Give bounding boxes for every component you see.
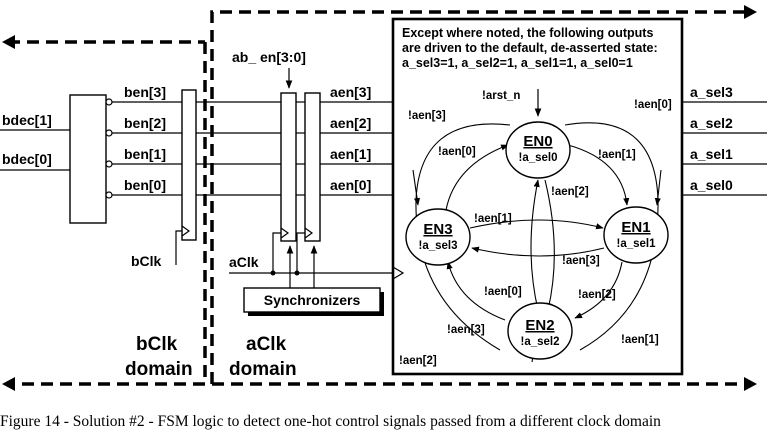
ben3-label: ben[3] [124, 84, 166, 100]
state-en1-bubble [603, 206, 669, 264]
aclk-domain-line1: aClk [246, 334, 287, 355]
state-en2-output: !a_sel2 [520, 336, 559, 348]
sync-flop-2 [304, 92, 321, 242]
t-en0-to-en2: !aen[2] [551, 186, 589, 198]
bclk-right-boundary [8, 42, 207, 386]
transitions [412, 122, 662, 363]
fsm-note-line1: Except where noted, the following output… [402, 26, 653, 40]
state-en1-output: !a_sel1 [616, 238, 656, 250]
a-sel0-label: a_sel0 [690, 177, 733, 193]
ben2-label: ben[2] [124, 115, 166, 131]
a-sel1-label: a_sel1 [690, 146, 733, 162]
ab-en-bus-label: ab_ en[3:0] [232, 49, 306, 65]
a-sel2-label: a_sel2 [690, 115, 733, 131]
bclk-left-arrow-bottom [2, 377, 15, 391]
fsm-clock-pin [392, 266, 405, 280]
t-en0-self: !aen[0] [634, 99, 672, 111]
bclk-label: bClk [131, 253, 162, 269]
fsm-note-line2: are driven to the default, de-asserted s… [402, 41, 658, 55]
bdec1-label: bdec[1] [2, 112, 52, 128]
aclk-boundary [210, 10, 745, 384]
state-en3-name: EN3 [423, 221, 452, 238]
aclk-label: aClk [229, 254, 259, 270]
state-en3: EN3 !a_sel3 [405, 208, 471, 266]
t-en0-to-en1: !aen[1] [598, 149, 636, 161]
arc-en1-to-en2 [574, 261, 623, 319]
aen-bus [320, 101, 393, 196]
state-en0-output: !a_sel0 [518, 152, 557, 164]
arc-en0-to-en1 [567, 144, 630, 206]
figure-caption: Figure 14 - Solution #2 - FSM logic to d… [0, 413, 661, 430]
state-en2: EN2 !a_sel2 [507, 302, 573, 360]
bclk-left-arrow-top [2, 35, 15, 49]
state-en1-name: EN1 [621, 219, 650, 236]
ben1-label: ben[1] [124, 146, 166, 162]
aen0-label: aen[0] [330, 177, 371, 193]
t-en1-to-en3: !aen[3] [562, 255, 600, 267]
t-en2-outer: !aen[2] [399, 355, 437, 367]
arc-en3-entry [412, 169, 421, 206]
state-en1: EN1 !a_sel1 [603, 206, 669, 264]
fsm-diagram: bdec[1] bdec[0] ben[3] ben[2] ben[1] ben… [0, 5, 767, 391]
sync-flop-1 [280, 92, 297, 242]
t-en3-outer: !aen[3] [408, 110, 446, 122]
t-en3-to-en0: !aen[0] [438, 146, 476, 158]
ben0-label: ben[0] [124, 177, 166, 193]
state-en2-bubble [507, 302, 573, 360]
sync-flop-1-clock-pin [280, 227, 290, 239]
t-en2-to-en3: !aen[3] [447, 324, 485, 336]
bclk-domain-line1: bClk [136, 334, 178, 355]
a-sel3-label: a_sel3 [690, 84, 733, 100]
arc-en2-to-en3 [446, 261, 506, 321]
t-en2-to-en0: !aen[0] [484, 286, 522, 298]
t-en3-to-en1: !aen[1] [474, 213, 512, 225]
arc-en3-to-en1 [469, 219, 604, 230]
sync-inner-wires [296, 101, 305, 196]
sync-flop-2-clock-pin [304, 227, 314, 239]
crossing-wires [196, 101, 281, 196]
arc-en1-entry [654, 169, 662, 206]
state-en3-output: !a_sel3 [418, 240, 457, 252]
bclk-register [181, 89, 197, 241]
ben-bus [105, 98, 182, 199]
state-en0: EN0 !a_sel0 [505, 121, 571, 179]
domain-boundaries [8, 10, 745, 386]
fsm-note-line3: a_sel3=1, a_sel2=1, a_sel1=1, a_sel0=1 [402, 56, 633, 70]
aclk-to-flop2 [296, 232, 305, 273]
arc-en1-to-en3 [471, 246, 605, 257]
state-en0-bubble [505, 121, 571, 179]
arc-en0-to-en2 [544, 179, 555, 311]
synchronizers-box [243, 287, 381, 313]
synchronizers-label: Synchronizers [264, 292, 361, 308]
reset-label: !arst_n [482, 90, 520, 102]
bclk-domain-line2: domain [125, 359, 193, 380]
bdec0-label: bdec[0] [2, 151, 52, 167]
state-en2-name: EN2 [525, 317, 554, 334]
aclk-domain-line2: domain [229, 359, 297, 380]
aclk-to-flop1 [272, 232, 281, 273]
decoder-block [69, 94, 107, 224]
t-en1-outer: !aen[1] [621, 334, 659, 346]
aen2-label: aen[2] [330, 115, 371, 131]
aclk-right-arrow-bottom [744, 377, 757, 391]
state-en0-name: EN0 [523, 133, 552, 150]
bclk-register-clock-pin [181, 225, 191, 237]
bclk-wire [175, 230, 182, 265]
arc-en3-to-en0 [445, 144, 509, 211]
aclk-right-arrow-top [744, 5, 757, 19]
t-en1-to-en2: !aen[2] [578, 289, 616, 301]
aen3-label: aen[3] [330, 84, 371, 100]
output-wires [682, 101, 767, 196]
arc-en2-to-en0 [530, 179, 540, 311]
aen1-label: aen[1] [330, 146, 371, 162]
state-en3-bubble [405, 208, 471, 266]
